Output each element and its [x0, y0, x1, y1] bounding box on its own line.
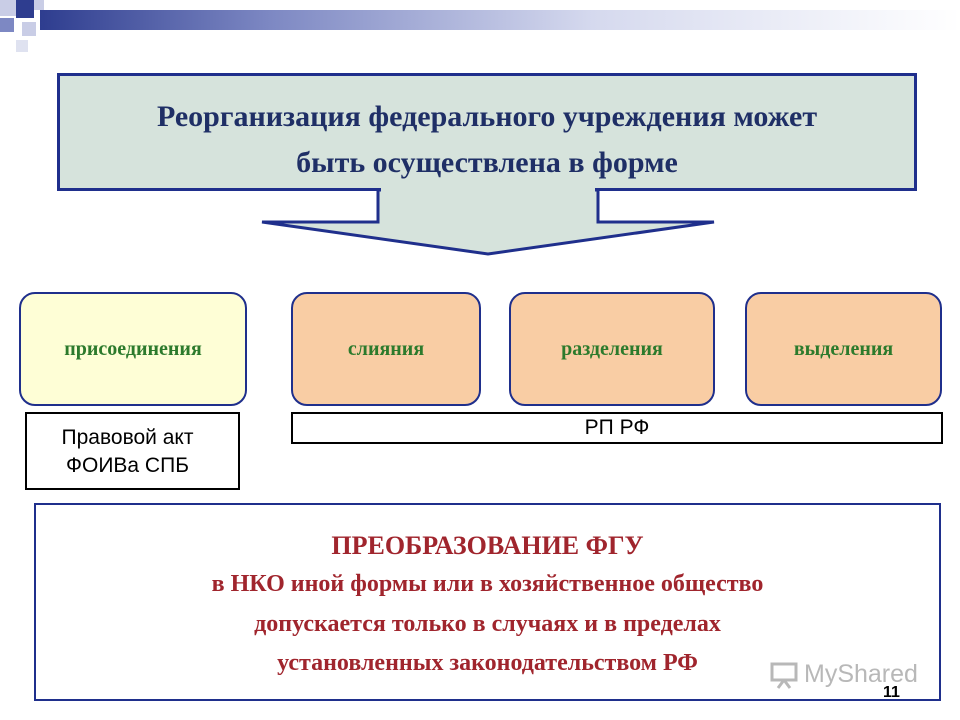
- transformation-heading: ПРЕОБРАЗОВАНИЕ ФГУ: [331, 531, 644, 560]
- decor-square: [16, 40, 28, 52]
- decor-square: [22, 22, 36, 36]
- form-separation-label: выделения: [793, 337, 894, 360]
- form-separation: выделения: [745, 292, 942, 406]
- legal-act-line1: Правовой акт: [61, 426, 194, 449]
- form-division: разделения: [509, 292, 715, 406]
- transformation-line4: установленных законодательством РФ: [277, 650, 698, 676]
- title-line1: Реорганизация федерального учреждения мо…: [156, 100, 818, 133]
- watermark-text: MyShared: [804, 660, 918, 688]
- form-accession: присоединения: [19, 292, 247, 406]
- decor-square: [34, 0, 44, 10]
- presentation-icon: [770, 662, 798, 689]
- form-accession-label: присоединения: [64, 337, 202, 360]
- transformation-box: ПРЕОБРАЗОВАНИЕ ФГУ в НКО иной формы или …: [34, 503, 941, 701]
- slide-number: 11: [883, 684, 900, 701]
- form-merger-label: слияния: [347, 337, 425, 360]
- rp-rf-label: РП РФ: [584, 416, 650, 439]
- legal-act-box: Правовой акт ФОИВа СПБ: [25, 412, 240, 490]
- transformation-line2: в НКО иной формы или в хозяйственное общ…: [211, 571, 764, 597]
- transformation-line3: допускается только в случаях и в предела…: [254, 611, 721, 637]
- decor-square: [16, 0, 34, 18]
- title-text: Реорганизация федерального учреждения мо…: [60, 94, 914, 186]
- decor-square: [0, 0, 16, 16]
- decor-square: [0, 18, 14, 32]
- form-merger: слияния: [291, 292, 481, 406]
- arrow-joint: [381, 186, 595, 192]
- rp-rf-box: РП РФ: [291, 412, 943, 444]
- title-box: Реорганизация федерального учреждения мо…: [57, 73, 917, 191]
- form-division-label: разделения: [561, 337, 663, 360]
- legal-act-line2: ФОИВа СПБ: [66, 454, 189, 477]
- watermark: MyShared: [770, 660, 918, 689]
- header-gradient-bar: [40, 10, 960, 30]
- title-line2: быть осуществлена в форме: [296, 146, 678, 179]
